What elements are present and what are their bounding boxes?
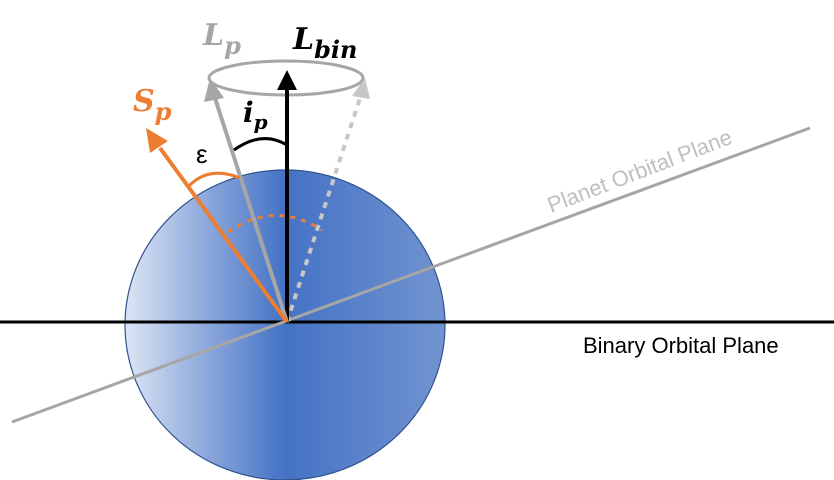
s-p-arrowhead: [146, 128, 168, 153]
i-p-label: ip: [243, 96, 268, 134]
l-p-arrowhead: [204, 78, 224, 102]
s-p-label: Sp: [133, 84, 172, 126]
s-p-arrow: [158, 146, 289, 324]
epsilon-label: ε: [196, 139, 208, 169]
i-p-arc: [233, 137, 288, 152]
precession-cone-dotted-line: [285, 91, 364, 323]
planet-orbital-plane-label: Planet Orbital Plane: [544, 124, 736, 217]
planet-orbital-plane-line: [11, 126, 811, 424]
epsilon-arc: [186, 171, 241, 189]
spin-precession-dotted-arc: [227, 214, 323, 234]
precession-cone-arrowhead: [352, 78, 370, 99]
l-bin-arrowhead: [277, 70, 297, 90]
binary-orbital-plane-label: Binary Orbital Plane: [583, 333, 779, 358]
l-p-label: Lp: [202, 18, 241, 60]
l-p-arrow: [213, 97, 289, 323]
l-bin-label: Lbin: [292, 22, 357, 64]
